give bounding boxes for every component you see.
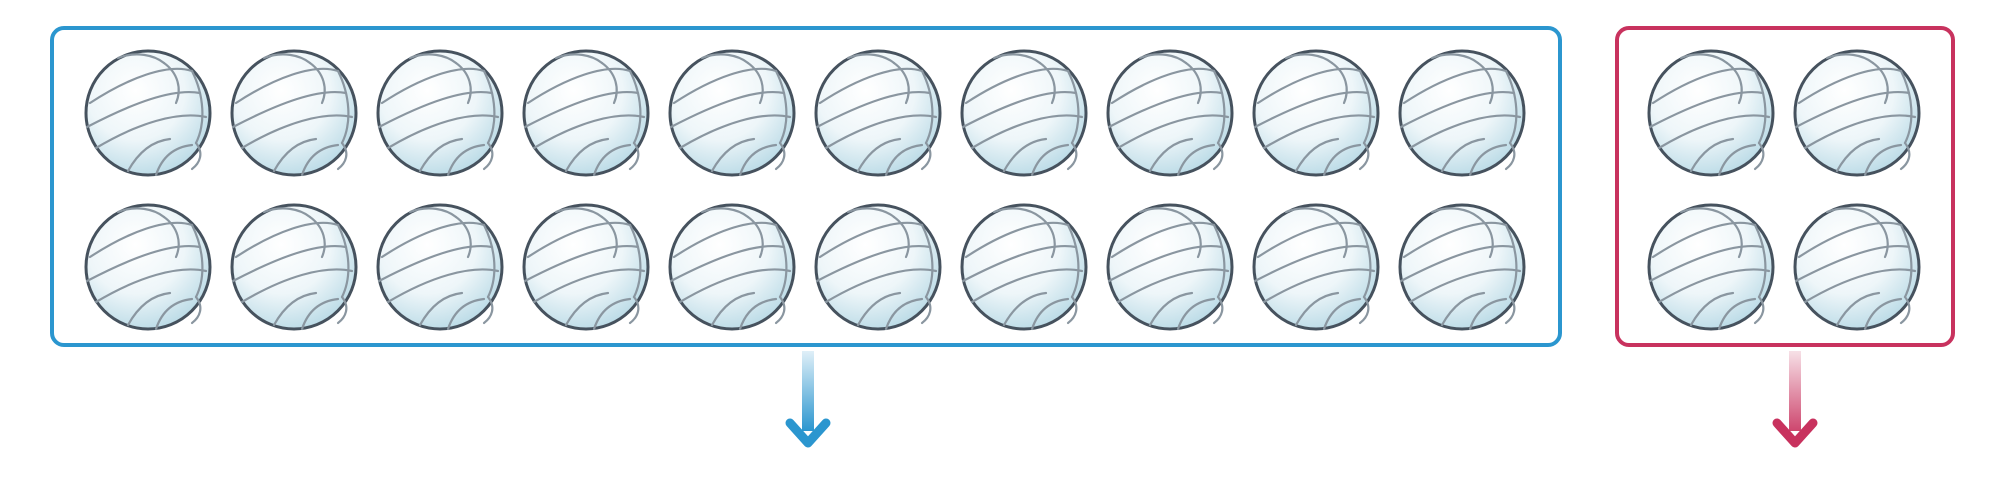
volleyball-icon	[230, 203, 358, 331]
volleyball-icon	[376, 49, 504, 177]
volleyball-icon	[1252, 49, 1380, 177]
group-tens-balls	[84, 49, 1526, 331]
volleyball-icon	[1647, 203, 1775, 331]
volleyball-icon	[84, 203, 212, 331]
volleyball-icon	[1106, 203, 1234, 331]
arrow-down-icon	[790, 351, 826, 443]
volleyball-icon	[84, 49, 212, 177]
group-ones	[1615, 26, 1955, 443]
arrow-down-icon	[1777, 351, 1813, 443]
volleyball-icon	[960, 203, 1088, 331]
volleyball-icon	[1793, 203, 1921, 331]
volleyball-icon	[522, 203, 650, 331]
volleyball-icon	[1647, 49, 1775, 177]
volleyball-icon	[668, 49, 796, 177]
volleyball-icon	[814, 49, 942, 177]
volleyball-icon	[1398, 203, 1526, 331]
group-ones-frame	[1615, 26, 1955, 347]
volleyball-icon	[522, 49, 650, 177]
volleyball-icon	[668, 203, 796, 331]
group-tens-frame	[50, 26, 1562, 347]
volleyball-icon	[1793, 49, 1921, 177]
group-tens	[50, 26, 1562, 443]
volleyball-icon	[1106, 49, 1234, 177]
volleyball-icon	[814, 203, 942, 331]
volleyball-icon	[960, 49, 1088, 177]
volleyball-icon	[1398, 49, 1526, 177]
volleyball-icon	[230, 49, 358, 177]
volleyball-icon	[1252, 203, 1380, 331]
group-ones-balls	[1647, 49, 1921, 331]
volleyball-icon	[376, 203, 504, 331]
